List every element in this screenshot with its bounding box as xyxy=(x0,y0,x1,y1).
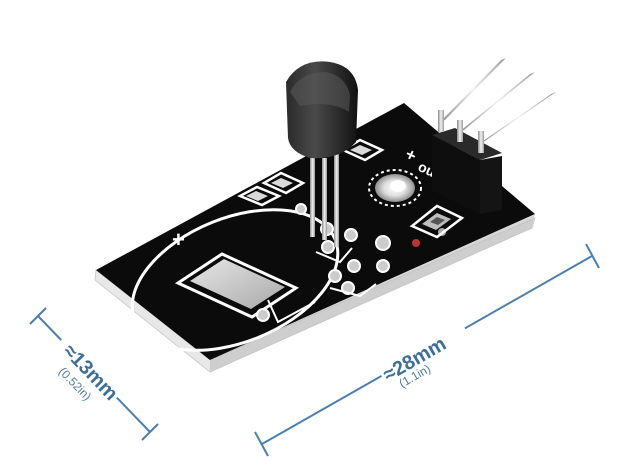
via xyxy=(347,259,361,273)
sensor-transistor xyxy=(286,61,358,247)
smd-resistor-2 xyxy=(261,171,306,195)
via xyxy=(344,228,358,242)
width-dimension-cap xyxy=(29,307,47,325)
silk-trace xyxy=(329,283,377,298)
via xyxy=(295,203,307,215)
via xyxy=(375,235,391,251)
silk-trace xyxy=(315,247,353,264)
mounting-hole xyxy=(368,169,422,207)
length-dimension-cap xyxy=(254,431,269,457)
smd-resistor-1 xyxy=(237,185,282,207)
via xyxy=(376,259,390,273)
header-pin-1 xyxy=(438,58,506,132)
square-pad xyxy=(190,259,285,309)
smd-components xyxy=(237,138,465,239)
smd-led xyxy=(409,204,465,239)
width-dimension-cap xyxy=(141,423,159,441)
dimension-width: ≈13mm (0.52in) xyxy=(29,307,159,441)
length-dimension-cap xyxy=(585,243,600,269)
via xyxy=(256,308,270,322)
via xyxy=(328,269,342,283)
header-pin-3 xyxy=(478,92,556,153)
pcb-side-shadow xyxy=(210,214,535,372)
silk-plus-left: + xyxy=(172,227,185,252)
via xyxy=(412,239,420,247)
header-pin-2 xyxy=(457,72,535,142)
sensor-leads xyxy=(310,152,339,247)
silk-trace xyxy=(267,299,316,324)
square-pad-outline xyxy=(174,252,300,319)
via xyxy=(321,240,335,254)
pin-header xyxy=(432,58,556,214)
